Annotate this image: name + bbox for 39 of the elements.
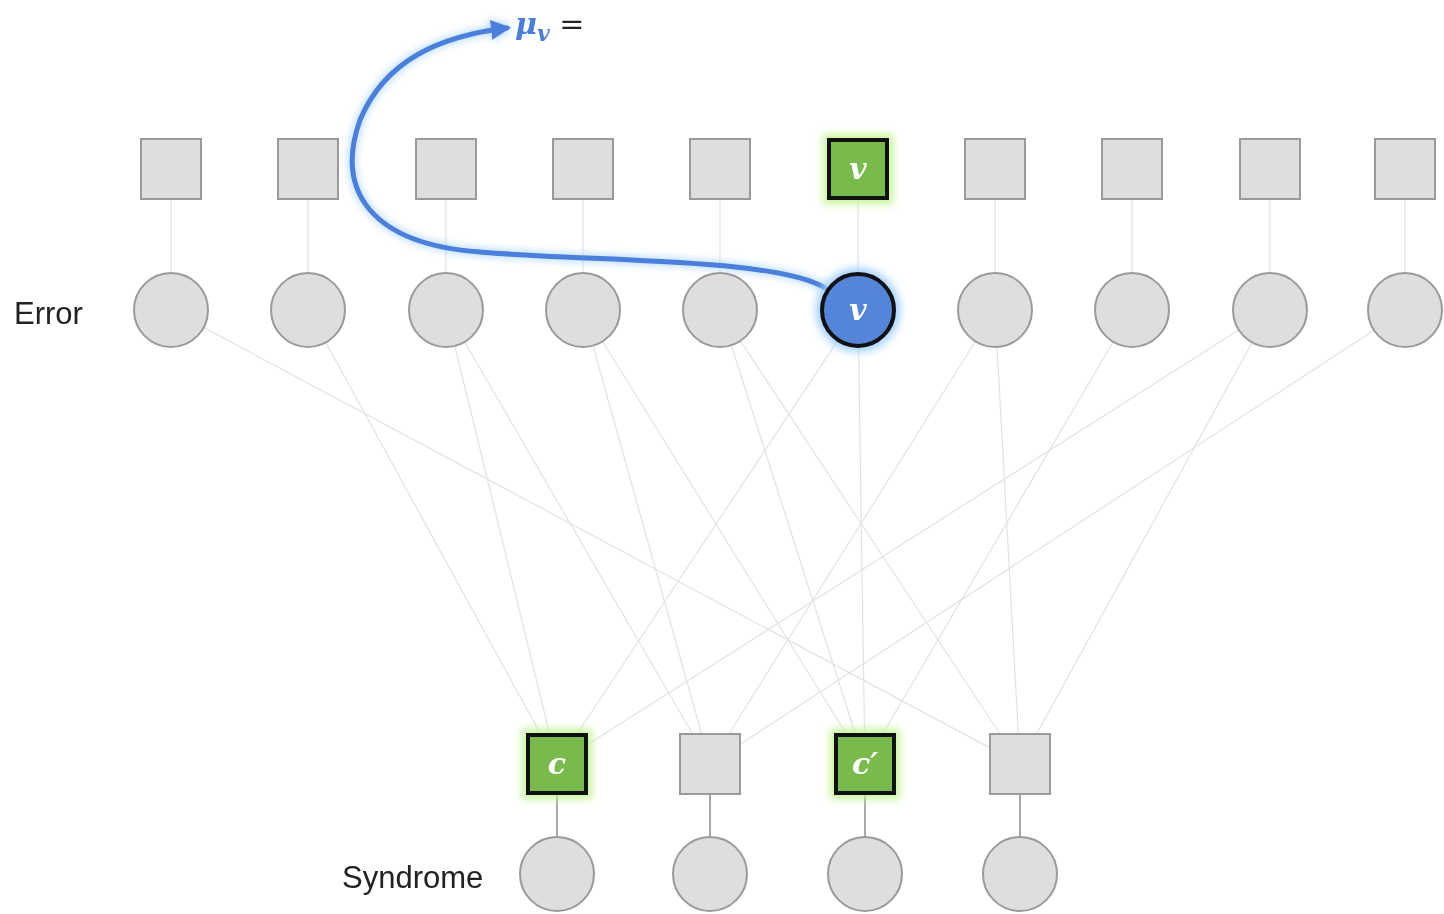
connector-line <box>592 346 702 734</box>
variable-square <box>415 138 477 200</box>
variable-square <box>689 138 751 200</box>
variable-square <box>552 138 614 200</box>
connector-line <box>325 342 541 734</box>
node-symbol: v <box>849 154 867 184</box>
variable-square <box>277 138 339 200</box>
error-circle <box>820 272 896 348</box>
row-label: Syndrome <box>342 860 484 896</box>
connector-line <box>1036 342 1253 734</box>
formula-label: μ$_{v}$ = <box>515 2 585 55</box>
variable-square <box>140 138 202 200</box>
connector-line <box>740 330 1374 745</box>
connector-line <box>709 794 711 837</box>
connector-line <box>864 794 866 837</box>
variable-square <box>1101 138 1163 200</box>
connector-line <box>203 327 990 748</box>
curved-arrow <box>350 20 829 292</box>
connector-line <box>556 794 558 837</box>
connector-line <box>454 346 550 734</box>
connector-line <box>858 347 866 734</box>
connector-line <box>587 329 1239 745</box>
check-square <box>834 733 896 795</box>
variable-square <box>964 138 1026 200</box>
connector-line <box>882 342 1114 734</box>
node-symbol: c′ <box>851 749 879 779</box>
variable-square <box>827 138 889 200</box>
check-square <box>526 733 588 795</box>
connector-line <box>996 347 1019 734</box>
check-square <box>989 733 1051 795</box>
connector-line <box>731 345 856 734</box>
check-square <box>679 733 741 795</box>
node-symbol: c <box>547 749 567 779</box>
connector-line <box>464 342 693 734</box>
variable-square <box>1239 138 1301 200</box>
row-label: Error <box>14 296 83 332</box>
connector-line <box>1019 794 1021 837</box>
variable-square <box>1374 138 1436 200</box>
node-symbol: v <box>849 295 867 325</box>
